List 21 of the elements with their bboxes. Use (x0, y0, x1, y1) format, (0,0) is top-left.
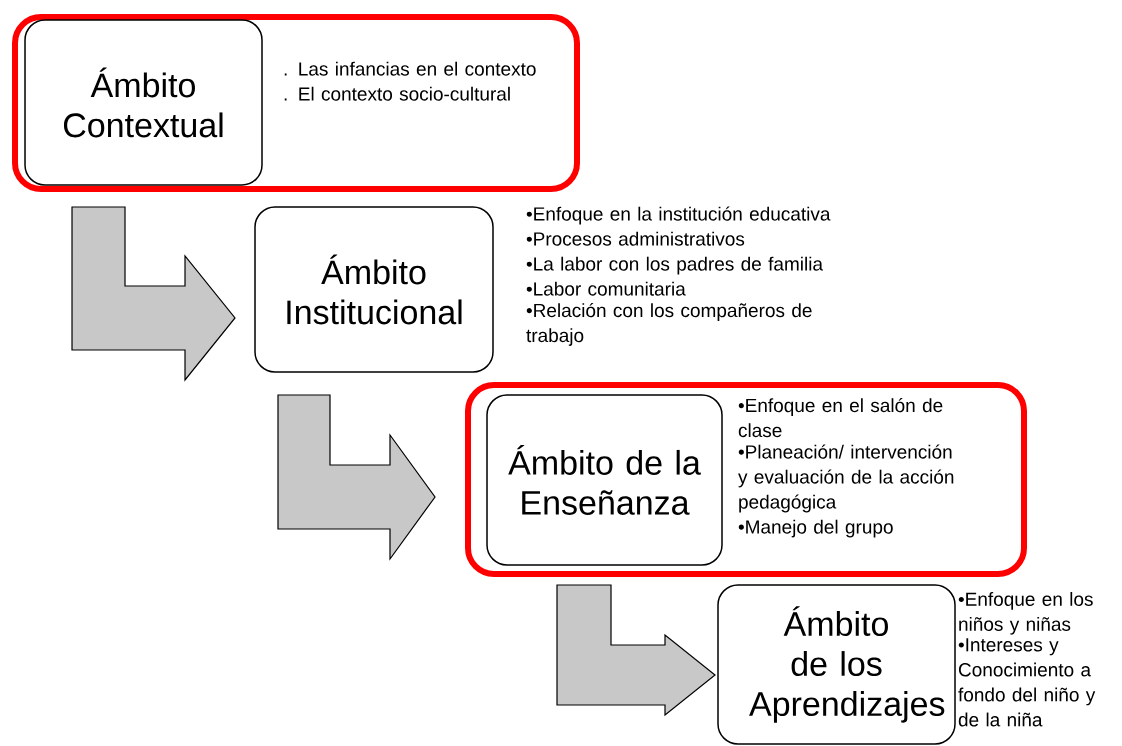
bullet-text: •Enfoque en el salón de clase (738, 398, 943, 438)
highlight-frame (465, 382, 1027, 577)
bent-arrow (71, 206, 236, 382)
bullet-text: •Enfoque en la institución educativa (526, 206, 831, 225)
bent-arrow (556, 584, 716, 717)
bullet-text: •Relación con los compañeros de trabajo (526, 303, 812, 346)
title-box: Ámbito de la Enseñanza (486, 394, 723, 566)
bullet-text: •Labor comunitaria (526, 281, 686, 296)
bullet-text: •Enfoque en los niños y niñas (958, 592, 1093, 635)
bullet-text: •Procesos administrativos (526, 231, 745, 246)
highlight-frame (12, 14, 580, 192)
bullet-text: •Planeación/ intervención y evaluación de la acción pedagógica (738, 444, 954, 513)
title-box: Ámbito Contextual (24, 19, 263, 186)
title-box: Ámbito de los Aprendizajes (717, 584, 956, 745)
bent-arrow (277, 394, 436, 561)
bullet-text: . Las infancias en el contexto (284, 61, 536, 76)
bullet-text: •La labor con los padres de familia (526, 256, 823, 275)
bullet-text: •Intereses y Conocimiento a fondo del niño y de la niña (958, 638, 1096, 727)
bullet-text: . El contexto socio-cultural (284, 86, 510, 101)
title-box: Ámbito Institucional (254, 206, 494, 373)
bullet-text: •Manejo del grupo (738, 519, 893, 538)
